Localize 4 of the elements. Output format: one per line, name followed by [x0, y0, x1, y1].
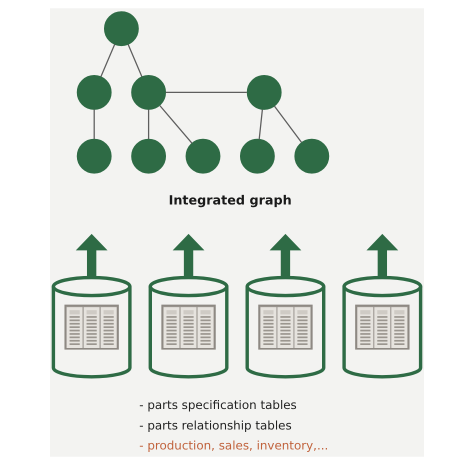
label: - parts specification tables [139, 398, 297, 412]
label: - production, sales, inventory,... [139, 438, 328, 453]
label: - parts relationship tables [139, 418, 292, 432]
label: Integrated graph [168, 194, 292, 209]
